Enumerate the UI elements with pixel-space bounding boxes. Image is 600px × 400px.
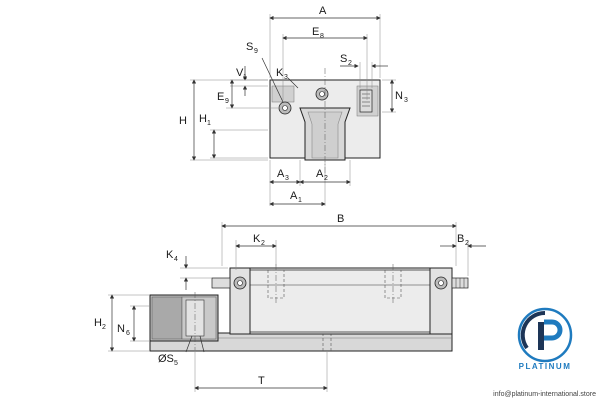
svg-text:1: 1 — [243, 74, 247, 81]
brand-name: PLATINUM — [518, 362, 572, 371]
label-K2: K — [253, 233, 261, 245]
svg-text:4: 4 — [174, 256, 178, 263]
label-V1: V — [236, 67, 244, 79]
label-S2: S — [340, 53, 347, 65]
svg-text:5: 5 — [174, 360, 178, 367]
svg-text:1: 1 — [207, 120, 211, 127]
svg-text:2: 2 — [348, 60, 352, 67]
bottom-labels: B K 2 B 2 K 4 H 2 N 6 ØS 5 T — [94, 213, 469, 387]
svg-text:2: 2 — [102, 324, 106, 331]
label-H2: H — [94, 317, 102, 329]
label-K4: K — [166, 249, 174, 261]
svg-text:1: 1 — [298, 197, 302, 204]
carriage-body — [229, 267, 453, 335]
label-E9: E — [217, 91, 224, 103]
svg-text:2: 2 — [324, 175, 328, 182]
bottom-dimensions — [108, 222, 486, 392]
svg-text:3: 3 — [404, 97, 408, 104]
label-A2: A — [316, 168, 324, 180]
label-H1: H — [199, 113, 207, 125]
svg-text:2: 2 — [261, 240, 265, 247]
svg-text:8: 8 — [320, 33, 324, 40]
label-N3: N — [395, 90, 403, 102]
label-N6: N — [117, 323, 125, 335]
svg-text:3: 3 — [284, 74, 288, 81]
label-H: H — [179, 115, 187, 127]
top-labels: A E 8 S 9 V 1 K 3 S 2 N 3 E 9 H H 1 A 3 … — [179, 5, 408, 204]
block-cross-section — [269, 68, 381, 180]
label-B: B — [337, 213, 344, 225]
svg-text:3: 3 — [285, 175, 289, 182]
label-S5: ØS — [158, 353, 174, 365]
platinum-logo-icon — [517, 307, 573, 363]
label-A3: A — [277, 168, 285, 180]
svg-text:9: 9 — [254, 48, 258, 55]
side-elevation — [149, 264, 469, 352]
label-S9: S — [246, 41, 253, 53]
brand-site: info@platinum-international.store — [493, 391, 596, 398]
top-dimensions — [190, 14, 396, 207]
label-K3: K — [276, 67, 284, 79]
label-B2: B — [457, 233, 464, 245]
svg-text:9: 9 — [225, 98, 229, 105]
svg-text:2: 2 — [465, 240, 469, 247]
svg-text:6: 6 — [126, 330, 130, 337]
label-T: T — [258, 375, 265, 387]
label-E8: E — [312, 26, 319, 38]
label-A1: A — [290, 190, 298, 202]
label-A: A — [319, 5, 327, 17]
